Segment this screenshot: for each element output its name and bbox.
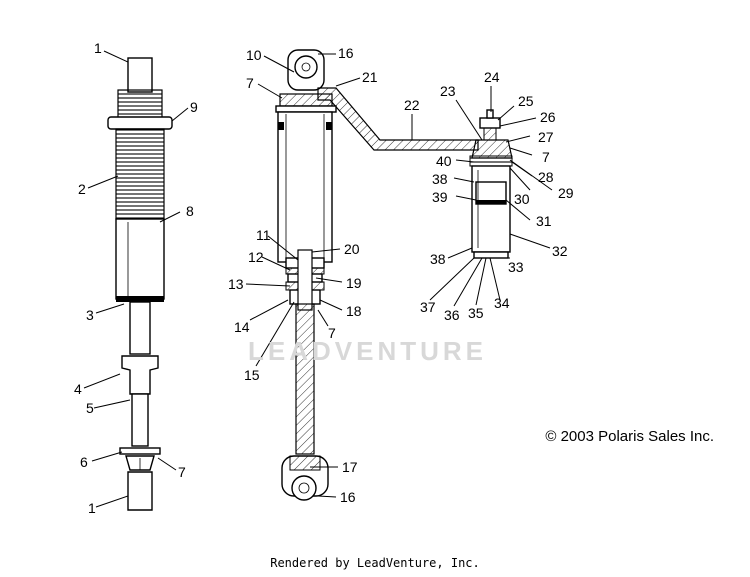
lower-eyelet-hole <box>291 475 317 501</box>
copyright-notice: © 2003 Polaris Sales Inc. <box>545 428 714 445</box>
callout: 12 <box>248 249 264 265</box>
reservoir-end-cap <box>473 251 509 259</box>
callout: 6 <box>80 454 88 470</box>
callout: 28 <box>538 169 554 185</box>
callout: 24 <box>484 69 500 85</box>
reservoir-seal-band <box>469 155 513 167</box>
callout: 36 <box>444 307 460 323</box>
shaft-lower <box>131 393 149 447</box>
callout: 38 <box>432 171 448 187</box>
callout: 40 <box>436 153 452 169</box>
callout: 7 <box>246 75 254 91</box>
callout: 1 <box>88 500 96 516</box>
lower-thread-section <box>115 128 165 220</box>
callout: 5 <box>86 400 94 416</box>
callout: 9 <box>190 99 198 115</box>
callout: 38 <box>430 251 446 267</box>
callout: 31 <box>536 213 552 229</box>
shock-body <box>115 218 165 300</box>
callout-labels: 1 9 2 8 3 4 5 6 7 1 10 16 7 21 22 24 25 … <box>74 40 574 516</box>
callout: 21 <box>362 69 378 85</box>
piston-stack <box>285 249 325 311</box>
callout: 22 <box>404 97 420 113</box>
callout: 7 <box>542 149 550 165</box>
bumper <box>121 355 159 395</box>
callout: 1 <box>94 40 102 56</box>
top-cap <box>279 93 333 107</box>
callout: 27 <box>538 129 554 145</box>
reservoir-cap <box>471 139 513 159</box>
leader-lines <box>83 50 553 508</box>
shaft-upper <box>129 301 151 355</box>
callout: 13 <box>228 276 244 292</box>
shock-cylinder <box>277 111 333 263</box>
lower-rod-end <box>127 471 153 511</box>
callout: 32 <box>552 243 568 259</box>
callout: 16 <box>340 489 356 505</box>
upper-thread-section <box>117 89 163 119</box>
callout: 11 <box>256 227 271 243</box>
watermark: LEADVENTURE <box>248 336 488 366</box>
shock-top-rod <box>127 57 153 93</box>
callout: 14 <box>234 319 250 335</box>
callout: 33 <box>508 259 524 275</box>
callout: 19 <box>346 275 362 291</box>
callout: 8 <box>186 203 194 219</box>
callout: 3 <box>86 307 94 323</box>
callout: 16 <box>338 45 354 61</box>
adjuster-knob <box>479 117 501 129</box>
callout: 2 <box>78 181 86 197</box>
callout: 23 <box>440 83 456 99</box>
piston-shaft <box>295 303 315 455</box>
callout: 15 <box>244 367 260 383</box>
callout: 29 <box>558 185 574 201</box>
callout: 20 <box>344 241 360 257</box>
body-end-cap <box>116 296 164 302</box>
callout: 4 <box>74 381 82 397</box>
reservoir-assembly <box>469 109 513 259</box>
callout: 17 <box>342 459 358 475</box>
callout: 34 <box>494 295 510 311</box>
top-eyelet-hole <box>294 55 318 79</box>
spring-retainer-ring <box>107 116 173 130</box>
callout: 18 <box>346 303 362 319</box>
callout: 25 <box>518 93 534 109</box>
callout: 30 <box>514 191 530 207</box>
callout: 7 <box>328 325 336 341</box>
callout: 7 <box>178 464 186 480</box>
middle-shock-assembly <box>275 49 479 501</box>
lower-washer <box>119 447 161 455</box>
footer-credit: Rendered by LeadVenture, Inc. <box>270 556 480 570</box>
callout: 37 <box>420 299 436 315</box>
left-shock-assembly <box>107 57 173 511</box>
callout: 26 <box>540 109 556 125</box>
callout: 10 <box>246 47 262 63</box>
callout: 35 <box>468 305 484 321</box>
callout: 39 <box>432 189 448 205</box>
